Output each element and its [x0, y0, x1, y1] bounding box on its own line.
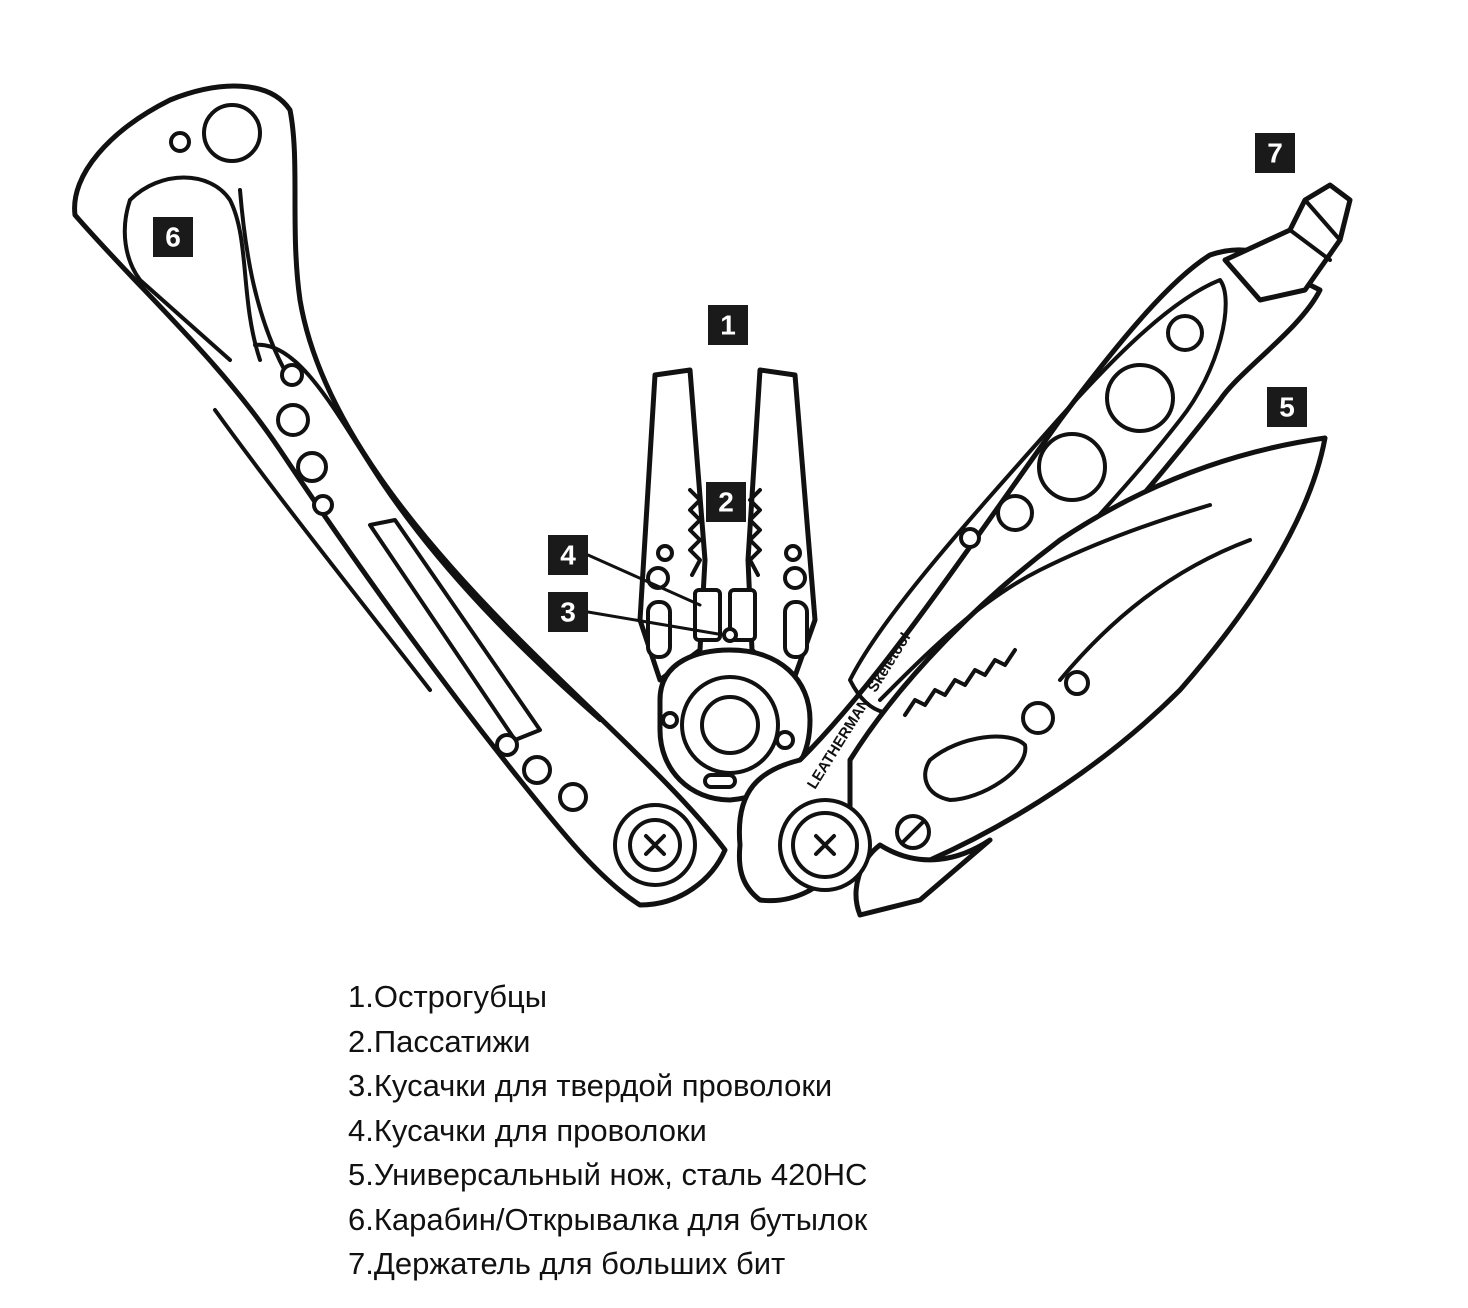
- callout-badge-5: 5: [1267, 387, 1307, 427]
- opener-ring: [202, 103, 262, 163]
- callout-badge-4: 4: [548, 535, 588, 575]
- multitool-diagram: LEATHERMAN Skeletool 1 2 3 4: [72, 83, 1353, 918]
- legend-item: 7.Держатель для больших бит: [348, 1246, 786, 1281]
- knife: [778, 435, 1328, 918]
- legend-item: 5.Универсальный нож, сталь 420HC: [348, 1157, 868, 1192]
- legend-item: 2.Пассатижи: [348, 1023, 531, 1059]
- legend-item: 1.Острогубцы: [348, 979, 548, 1014]
- callout-6-number: 6: [165, 222, 181, 253]
- callout-7-number: 7: [1267, 138, 1283, 169]
- callout-badge-3: 3: [548, 592, 588, 632]
- callout-3-number: 3: [560, 597, 576, 628]
- legend-item: 6.Карабин/Открывалка для бутылок: [348, 1201, 868, 1237]
- callout-badge-2: 2: [706, 482, 746, 522]
- callout-1-number: 1: [720, 310, 736, 341]
- pliers-head: [637, 367, 818, 803]
- callout-4-number: 4: [560, 540, 576, 571]
- callout-badge-6: 6: [153, 217, 193, 257]
- left-handle: [72, 83, 728, 908]
- callout-badge-1: 1: [708, 305, 748, 345]
- callout-badge-7: 7: [1255, 133, 1295, 173]
- legend-item: 3.Кусачки для твердой проволоки: [348, 1068, 833, 1103]
- hard-wire-cutter: [722, 627, 738, 643]
- callout-5-number: 5: [1279, 392, 1295, 423]
- legend-list: 1.Острогубцы 2.Пассатижи 3.Кусачки для т…: [348, 975, 1248, 1287]
- bit: [1222, 182, 1353, 303]
- legend-item: 4.Кусачки для проволоки: [348, 1112, 707, 1148]
- callout-2-number: 2: [718, 487, 734, 518]
- leader-lines: [586, 553, 726, 637]
